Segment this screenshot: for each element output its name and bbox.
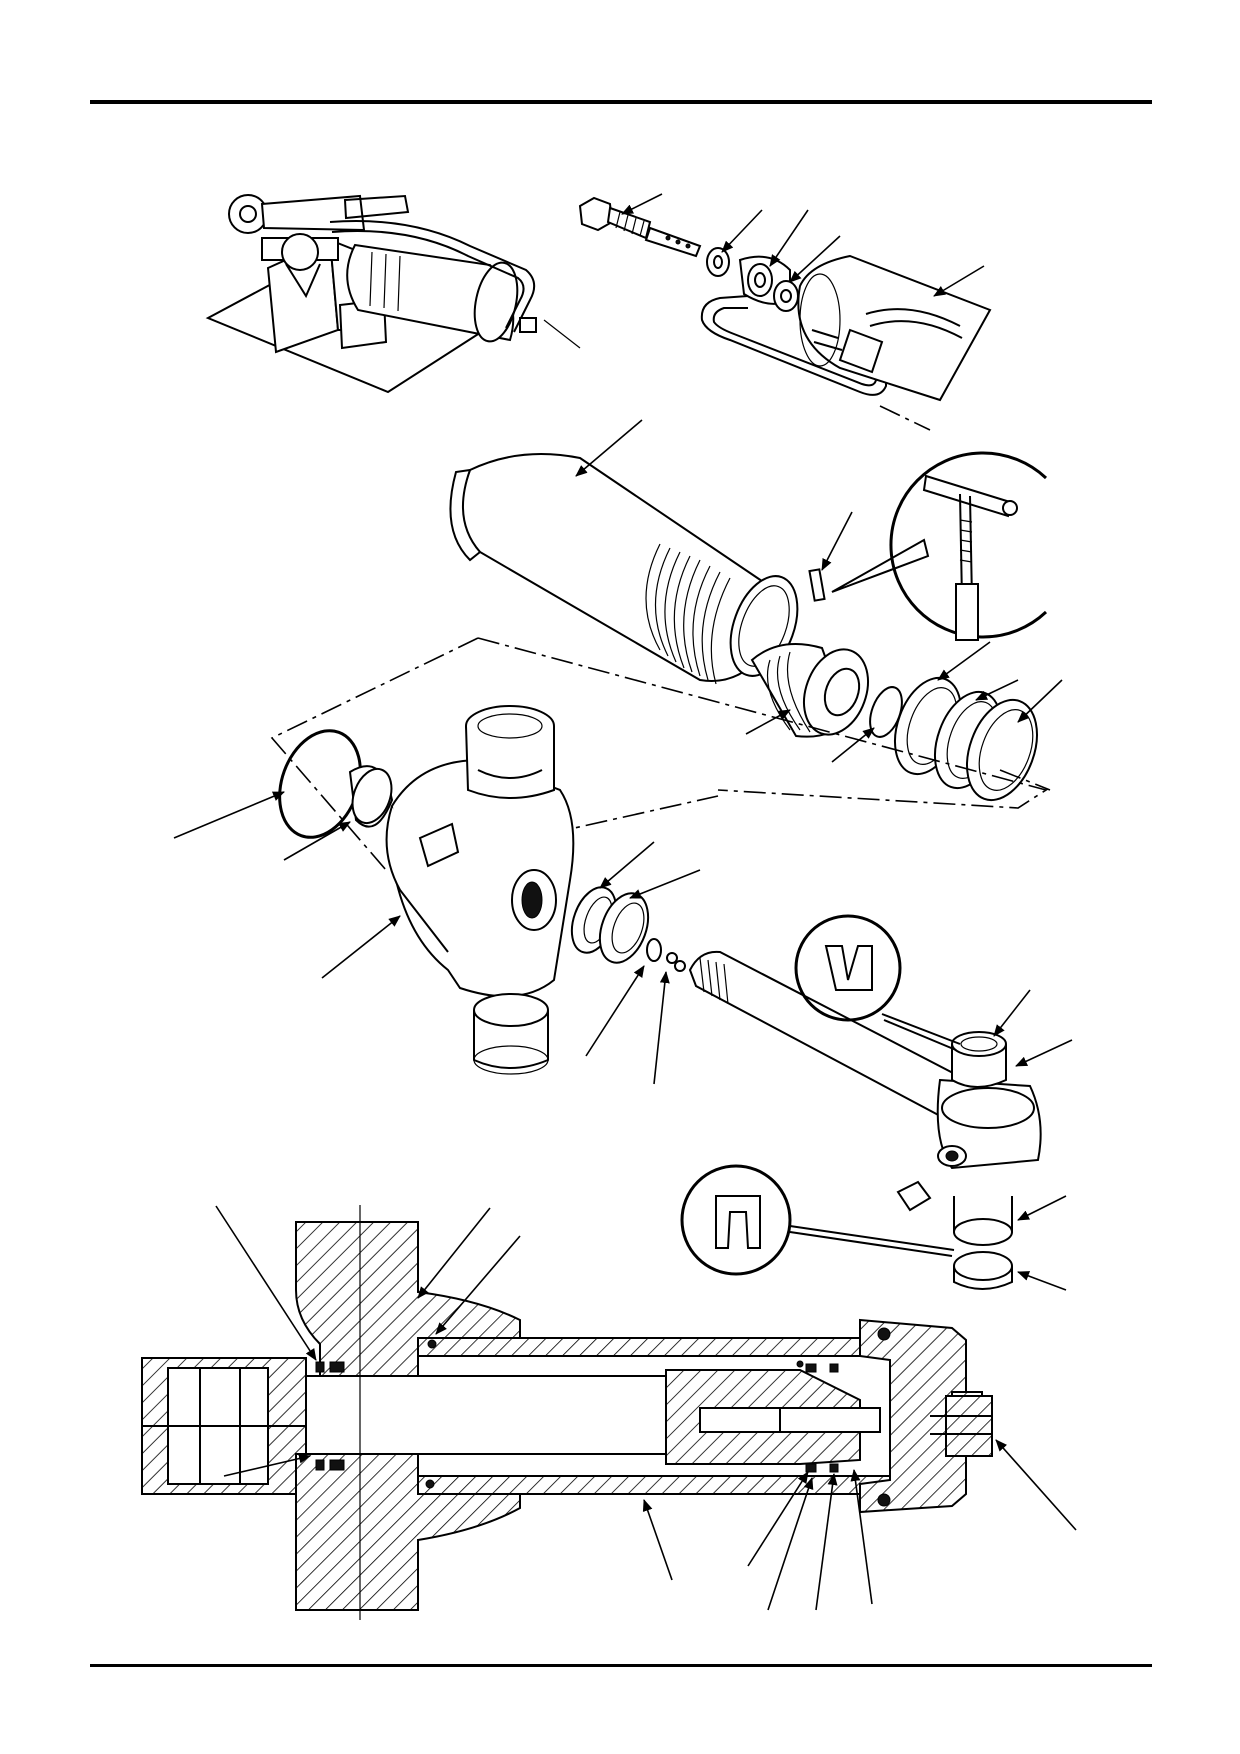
header-rule: [90, 100, 1152, 104]
footer-rule: [90, 1664, 1152, 1667]
n-seal-profile-icon: [680, 1164, 955, 1276]
barrel-piston-head-illustration: [449, 451, 1051, 802]
leader-arrows: [173, 193, 1077, 1611]
cylinder-vise-illustration: [205, 194, 581, 394]
u-seal-profile-icon: [794, 914, 961, 1051]
trunnion-rod-seals-illustration: [278, 705, 1042, 1290]
exploded-bolt-washers-illustration: [578, 196, 992, 431]
sectional-view-illustration: [141, 1205, 993, 1620]
